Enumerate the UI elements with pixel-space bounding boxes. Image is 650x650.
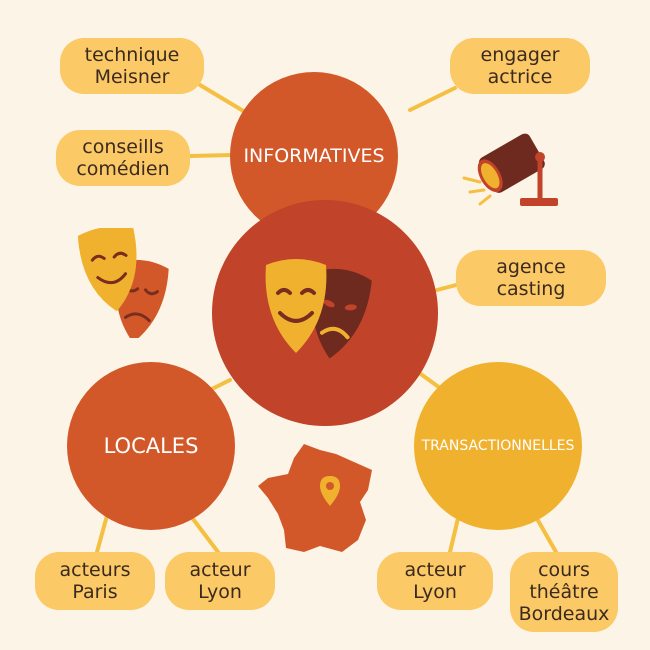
link-paris [95, 510, 110, 554]
keyword-engager-actrice: engager actrice [450, 38, 590, 94]
keyword-acteurs-paris: acteurs Paris [35, 552, 155, 610]
link-conseils [188, 153, 234, 158]
keyword-acteur-lyon-local: acteur Lyon [165, 552, 275, 610]
hub-transactionnelles-label: TRANSACTIONNELLES [421, 438, 575, 454]
hub-locales: LOCALES [67, 362, 235, 530]
keyword-technique-meisner: technique Meisner [60, 38, 204, 94]
keyword-cours-theatre-bordeaux: cours théâtre Bordeaux [510, 552, 618, 632]
hub-transactionnelles: TRANSACTIONNELLES [414, 362, 582, 530]
link-transactionnelles [416, 370, 442, 390]
keyword-conseils-comedien: conseills comédien [56, 130, 190, 186]
spotlight-icon [462, 133, 558, 206]
france-map-pin-icon [258, 444, 372, 552]
keyword-acteur-lyon-trans: acteur Lyon [377, 552, 493, 610]
theater-masks-icon [265, 259, 372, 359]
theater-masks-icon [77, 228, 169, 338]
hub-informatives-label: INFORMATIVES [243, 145, 385, 167]
link-meisner [198, 83, 247, 114]
hub-center [212, 200, 438, 426]
link-engager [408, 86, 457, 112]
hub-locales-label: LOCALES [103, 434, 199, 458]
link-lyon-local [188, 513, 220, 554]
link-locales [208, 378, 232, 392]
keyword-agence-casting: agence casting [456, 250, 606, 306]
